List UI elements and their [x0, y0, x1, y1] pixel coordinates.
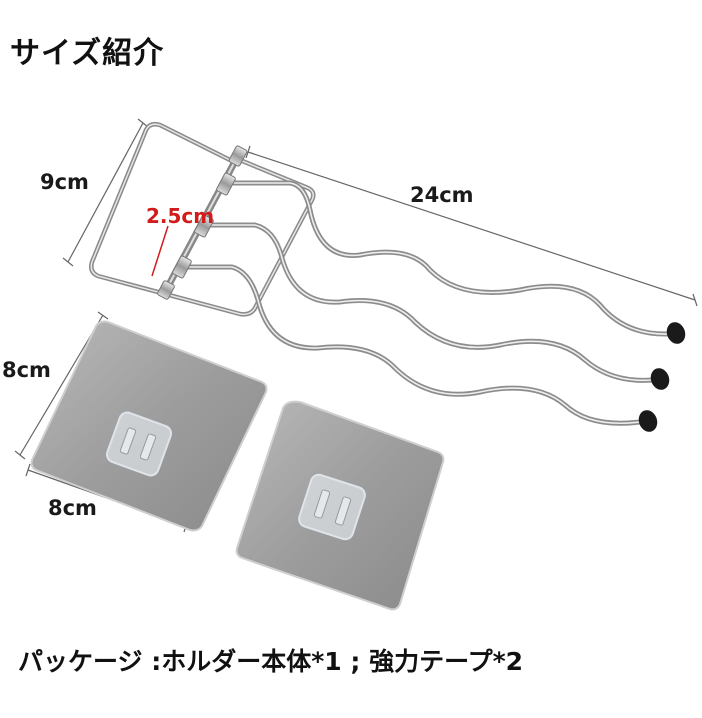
pad-height-label: 8cm	[2, 358, 51, 382]
spacing-label: 2.5cm	[146, 204, 215, 228]
height-dim-line	[67, 122, 144, 263]
joints	[157, 145, 248, 300]
adhesive-pad-left	[30, 320, 268, 532]
rubber-tips	[638, 322, 686, 432]
adhesive-pad-right	[235, 400, 445, 611]
height-label: 9cm	[40, 170, 89, 194]
pad-width-label: 8cm	[48, 496, 97, 520]
package-contents: パッケージ :ホルダー本体*1 ; 強力テープ*2	[18, 647, 524, 676]
page-title: サイズ紹介	[10, 36, 165, 71]
length-dim-line	[247, 151, 696, 301]
length-label: 24cm	[410, 183, 474, 207]
spacing-dim-line	[151, 225, 169, 277]
